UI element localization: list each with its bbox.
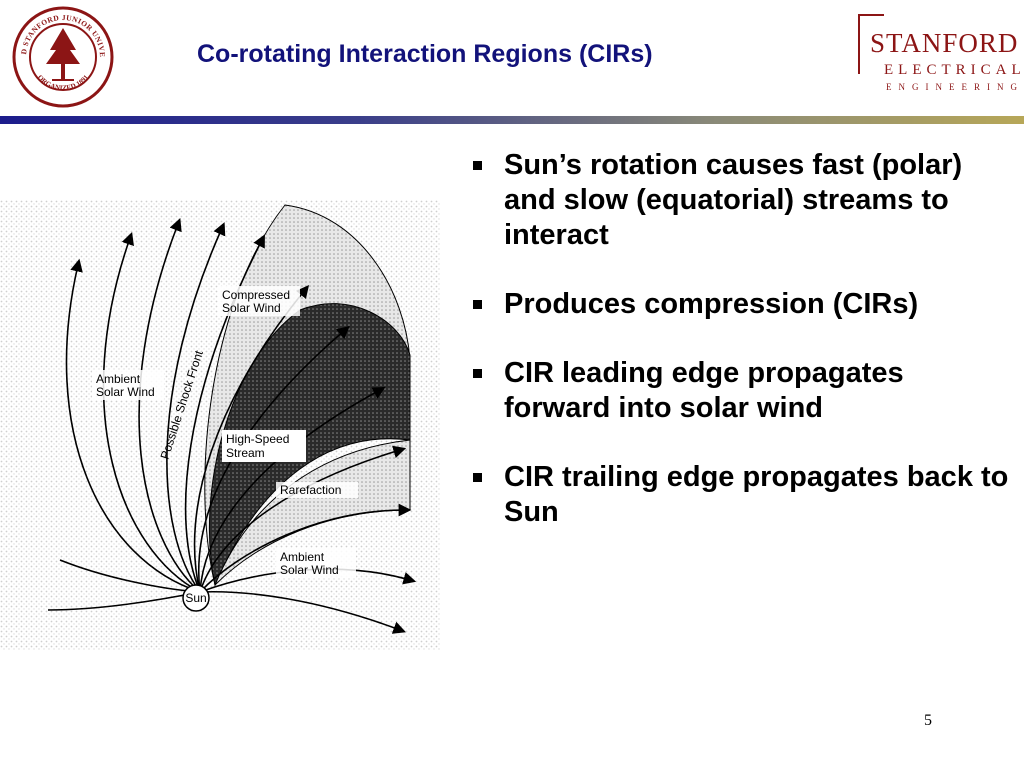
- label-compressed: Compressed Solar Wind: [218, 286, 300, 316]
- bullet-item: CIR leading edge propagates forward into…: [470, 356, 1015, 426]
- bullet-marker-icon: [473, 473, 482, 482]
- label-rarefaction-text: Rarefaction: [280, 483, 341, 497]
- label-high-speed: High-Speed Stream: [222, 430, 306, 462]
- stanford-seal: LELAND STANFORD JUNIOR UNIVERSITY ORGANI…: [9, 0, 114, 108]
- stanford-ee-logo: STANFORD ELECTRICAL ENGINEERING: [858, 14, 1021, 100]
- label-high-speed-line1: High-Speed: [226, 432, 289, 446]
- label-compressed-line1: Compressed: [222, 288, 290, 302]
- cir-diagram-svg: Sun Compressed Solar Wind Ambient Solar …: [0, 200, 440, 650]
- bullet-text: CIR trailing edge propagates back to Sun: [504, 461, 1009, 528]
- label-ambient-bottom-line1: Ambient: [280, 550, 325, 564]
- sun-icon: [182, 584, 210, 612]
- page-number: 5: [924, 712, 932, 729]
- label-rarefaction: Rarefaction: [276, 482, 358, 498]
- stanford-seal-icon: LELAND STANFORD JUNIOR UNIVERSITY ORGANI…: [9, 0, 114, 108]
- bullet-item: CIR trailing edge propagates back to Sun: [470, 460, 1015, 530]
- bullet-marker-icon: [473, 369, 482, 378]
- label-ambient-bottom-line2: Solar Wind: [280, 563, 339, 577]
- high-speed-region: [208, 303, 411, 587]
- label-ambient-left: Ambient Solar Wind: [92, 370, 164, 400]
- bullet-marker-icon: [473, 161, 482, 170]
- logo-line-1: STANFORD: [870, 28, 1019, 58]
- label-compressed-line2: Solar Wind: [222, 301, 281, 315]
- label-high-speed-line2: Stream: [226, 446, 265, 460]
- label-ambient-left-line1: Ambient: [96, 372, 141, 386]
- bullet-item: Sun’s rotation causes fast (polar) and s…: [470, 148, 1015, 253]
- bullet-list: Sun’s rotation causes fast (polar) and s…: [470, 148, 1015, 564]
- slide-title: Co-rotating Interaction Regions (CIRs): [197, 40, 653, 68]
- label-ambient-left-line2: Solar Wind: [96, 385, 155, 399]
- bullet-text: CIR leading edge propagates forward into…: [504, 357, 904, 424]
- field-lines: [47, 218, 417, 634]
- bullet-marker-icon: [473, 300, 482, 309]
- rarefaction-region: [214, 439, 411, 586]
- label-ambient-bottom: Ambient Solar Wind: [276, 548, 356, 578]
- bullet-text: Sun’s rotation causes fast (polar) and s…: [504, 149, 963, 251]
- logo-line-3: ENGINEERING: [886, 82, 1024, 92]
- logo-bracket: [858, 14, 884, 74]
- sun-label: Sun: [185, 591, 206, 605]
- header-divider: [0, 116, 1024, 124]
- cir-diagram: Sun Compressed Solar Wind Ambient Solar …: [0, 180, 440, 650]
- bullet-text: Produces compression (CIRs): [504, 288, 919, 320]
- logo-line-2: ELECTRICAL: [884, 62, 1024, 78]
- bullet-item: Produces compression (CIRs): [470, 287, 1015, 322]
